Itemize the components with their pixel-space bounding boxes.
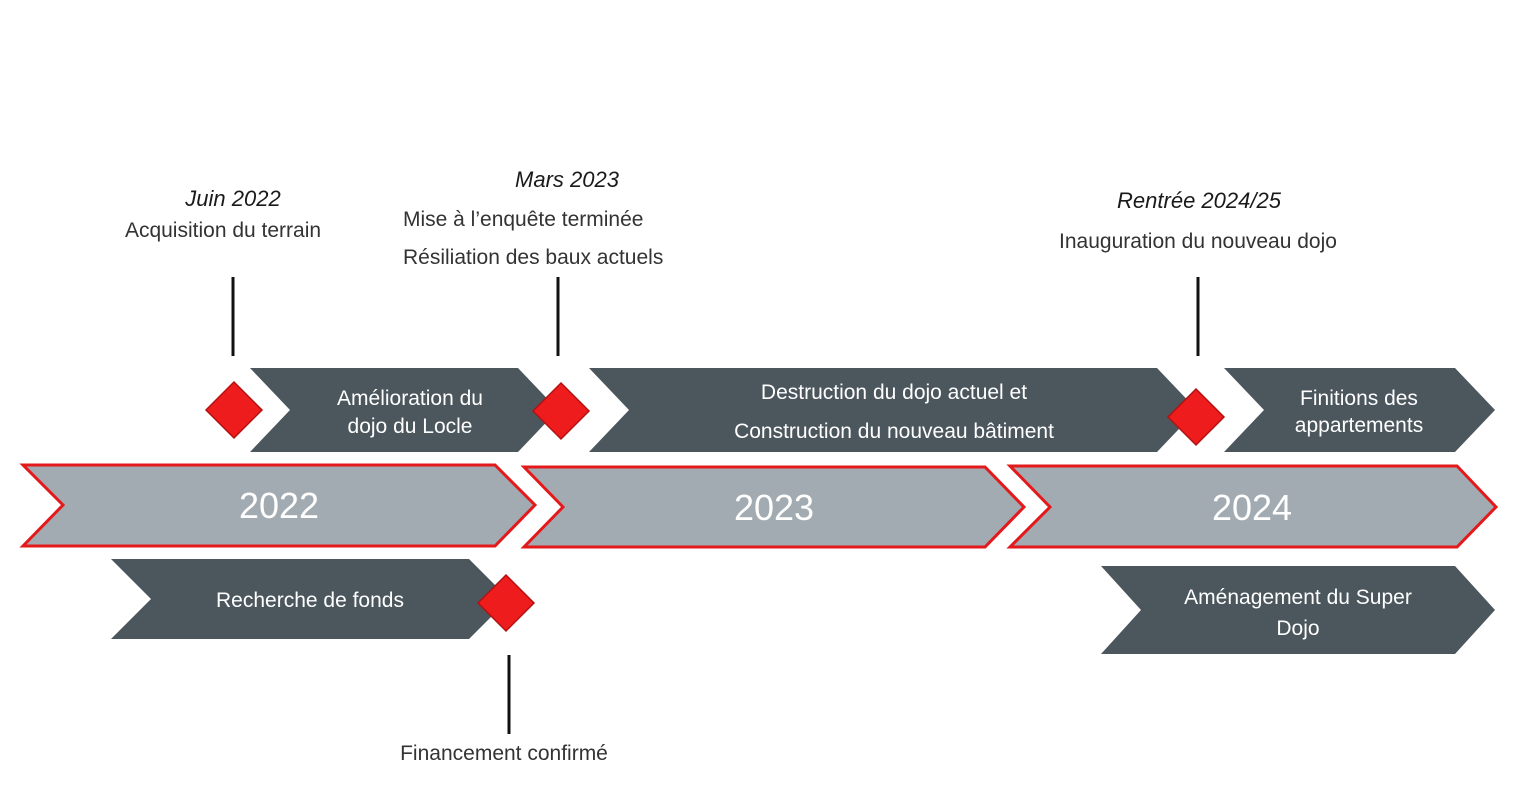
phase-recherche-fonds (111, 559, 509, 639)
year-label-2024: 2024 (1212, 487, 1292, 528)
milestone-ticks (231, 277, 1200, 734)
phase-recherche-fonds-label: Recherche de fonds (216, 589, 404, 612)
phase-amelioration (250, 368, 558, 452)
milestone-date-mars-2023: Mars 2023 (515, 167, 620, 192)
milestone-labels: Juin 2022 Acquisition du terrain Mars 20… (125, 167, 1337, 765)
phases-top: Amélioration du dojo du Locle Destructio… (250, 368, 1495, 452)
milestone-date-rentree-2024: Rentrée 2024/25 (1117, 188, 1282, 213)
year-band: 2022 2023 2024 (19, 463, 1499, 549)
phase-finitions-line-1: Finitions des (1300, 387, 1418, 410)
year-arrow-2023 (520, 465, 1027, 549)
milestone-text-enquete: Mise à l’enquête terminée (403, 208, 643, 231)
milestone-diamond-juin-2022 (204, 380, 264, 440)
milestone-text-resiliation: Résiliation des baux actuels (403, 246, 663, 269)
milestone-text-financement: Financement confirmé (400, 742, 608, 765)
phase-amelioration-line-2: dojo du Locle (348, 415, 473, 438)
milestone-text-inauguration: Inauguration du nouveau dojo (1059, 230, 1337, 253)
phase-destruction-line-1: Destruction du dojo actuel et (761, 381, 1027, 404)
phase-finitions-line-2: appartements (1295, 414, 1423, 437)
phase-finitions (1224, 368, 1495, 452)
phases-bottom: Recherche de fonds Aménagement du Super … (111, 559, 1495, 654)
year-arrow-2024 (1006, 464, 1499, 549)
phase-amelioration-line-1: Amélioration du (337, 387, 483, 410)
year-label-2023: 2023 (734, 487, 814, 528)
milestone-diamond-financement (476, 573, 536, 633)
phase-destruction-construction (589, 368, 1197, 452)
phase-destruction-line-2: Construction du nouveau bâtiment (734, 420, 1054, 443)
year-arrow-2022 (19, 463, 538, 548)
year-label-2022: 2022 (239, 485, 319, 526)
milestone-diamond-mars-2023 (531, 381, 591, 441)
milestone-diamond-rentree-2024 (1166, 387, 1226, 447)
milestone-markers (204, 380, 1226, 633)
phase-amenagement-line-1: Aménagement du Super (1184, 586, 1412, 609)
milestone-date-juin-2022: Juin 2022 (184, 186, 280, 211)
phase-amenagement (1101, 566, 1495, 654)
phase-amenagement-line-2: Dojo (1276, 617, 1319, 640)
milestone-text-acquisition: Acquisition du terrain (125, 219, 321, 242)
